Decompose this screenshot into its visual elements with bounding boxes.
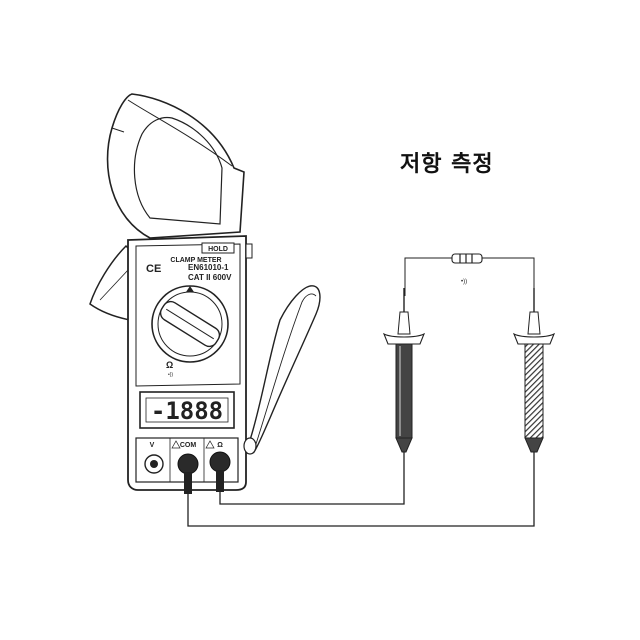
standard-label: EN61010-1 [188, 263, 229, 272]
jack-v-label: V [150, 442, 155, 449]
jack-com[interactable] [177, 453, 199, 475]
probe-right [512, 288, 556, 453]
category-label: CAT II 600V [188, 273, 232, 282]
ce-mark: CE [146, 263, 161, 275]
lcd-reading: -1888 [151, 397, 223, 425]
clamp-jaw [89, 93, 245, 321]
ohm-lead-wire [219, 452, 405, 505]
warning-icon [205, 440, 215, 449]
warning-icon [171, 440, 181, 449]
dial-ohm-label: Ω [166, 360, 173, 370]
hold-label: HOLD [208, 246, 228, 253]
lcd-display: -1888 [139, 391, 235, 429]
resistor-lead-left [404, 257, 452, 296]
continuity-symbol: •)) [461, 279, 467, 285]
resistor-lead-right [482, 257, 535, 296]
com-plug [184, 472, 192, 494]
jack-com-label: COM [180, 442, 197, 449]
continuity-mark: •)) [168, 372, 173, 378]
resistor [451, 253, 483, 264]
diagram-title: 저항 측정 [400, 152, 494, 177]
wrist-strap [243, 285, 321, 455]
hold-button[interactable]: HOLD [201, 242, 235, 254]
jack-ohm-label: Ω [217, 442, 223, 449]
jack-ohm[interactable] [209, 451, 231, 473]
ohm-plug [216, 470, 224, 492]
probe-left [382, 288, 426, 453]
com-lead-wire [187, 452, 535, 527]
jack-v[interactable] [144, 454, 164, 474]
model-label: CLAMP METER [170, 257, 221, 264]
rotary-dial[interactable] [151, 285, 229, 363]
